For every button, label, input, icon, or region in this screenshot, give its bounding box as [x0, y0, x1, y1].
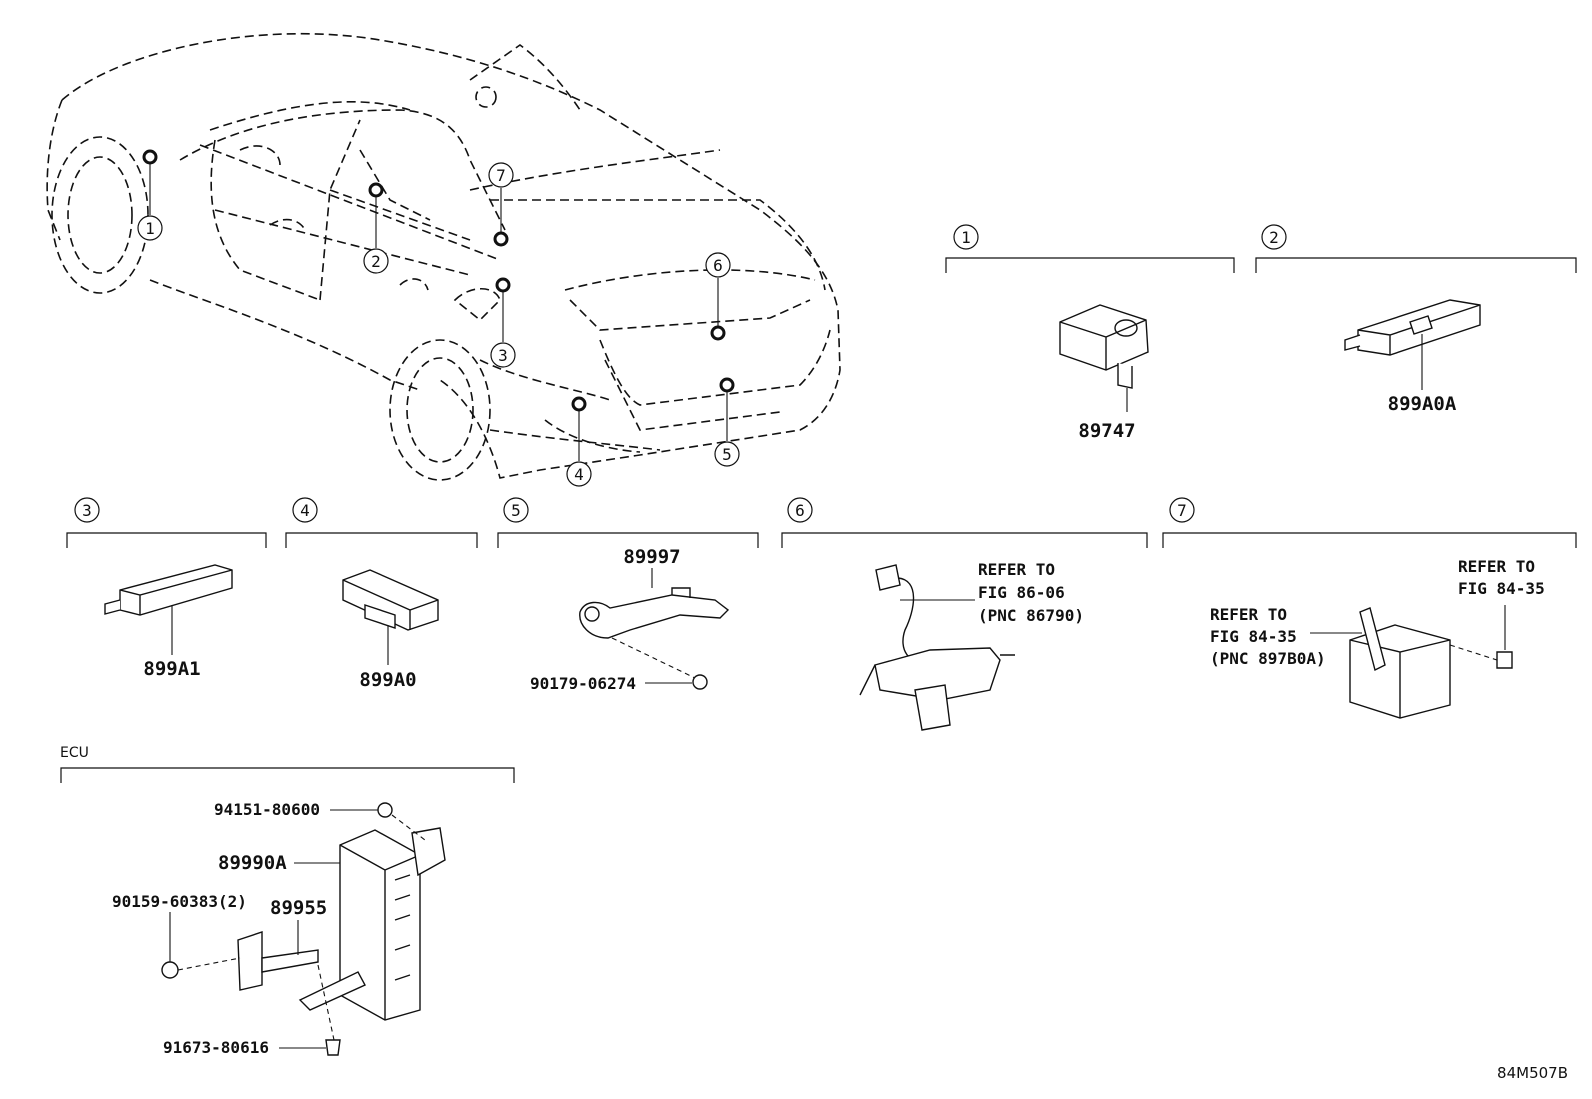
- section-number: 4: [300, 501, 310, 520]
- section-number: 5: [511, 501, 521, 520]
- section-number: 6: [795, 501, 805, 520]
- refer-right-line-2: FIG 84-35: [1458, 579, 1545, 598]
- vehicle-illustration: [46, 32, 841, 481]
- ecu-title: ECU: [60, 745, 89, 761]
- module-drawing: [1349, 607, 1513, 719]
- section-number: 7: [1177, 501, 1187, 520]
- callout-label: 6: [713, 256, 723, 275]
- section-1: 1 89747: [945, 224, 1235, 442]
- sensor-89747-drawing: [1059, 304, 1149, 412]
- part-number-94151-80600: 94151-80600: [214, 800, 320, 819]
- callout-label: 4: [574, 465, 584, 484]
- location-dot-4: [571, 396, 587, 412]
- section-number: 1: [961, 228, 971, 247]
- section-4: 4 899A0: [285, 497, 478, 691]
- figure-code: 84M507B: [1497, 1064, 1568, 1082]
- callout-label: 7: [496, 166, 506, 185]
- refer-line-2: FIG 86-06: [978, 583, 1065, 602]
- callout-label: 3: [498, 346, 508, 365]
- section-number: 3: [82, 501, 92, 520]
- refer-left-line-2: FIG 84-35: [1210, 627, 1297, 646]
- part-number-899A0A: 899A0A: [1388, 393, 1457, 415]
- refer-right-line-1: REFER TO: [1458, 557, 1535, 576]
- part-number-89955: 89955: [270, 897, 327, 919]
- section-5: 5 89997 90179-06274: [497, 497, 759, 693]
- section-7: 7 REFER TO FIG 84-35 (PNC 897B0A) REFER …: [1162, 497, 1577, 719]
- refer-left-line-1: REFER TO: [1210, 605, 1287, 624]
- part-number-90159-60383: 90159-60383(2): [112, 892, 247, 911]
- part-number-899A0: 899A0: [359, 669, 416, 691]
- ecu-drawing: [161, 802, 446, 1056]
- part-number-89990A: 89990A: [218, 852, 287, 874]
- refer-left-line-3: (PNC 897B0A): [1210, 649, 1326, 668]
- part-number-89747: 89747: [1078, 420, 1135, 442]
- location-dot-1: [142, 149, 158, 165]
- camera-assembly-drawing: [859, 564, 1015, 731]
- sensor-899A0A-drawing: [1344, 299, 1481, 390]
- part-number-90179-06274: 90179-06274: [530, 674, 636, 693]
- callout-label: 2: [371, 252, 381, 271]
- callout-label: 1: [145, 219, 155, 238]
- location-dot-3: [495, 277, 511, 293]
- sensor-899A1-drawing: [104, 564, 233, 655]
- refer-line-1: REFER TO: [978, 560, 1055, 579]
- section-3: 3 899A1: [66, 497, 267, 680]
- sensor-899A0-drawing: [342, 569, 439, 665]
- ecu-section: ECU 94151-80600 89990A 90159-60383(2) 89…: [60, 745, 515, 1057]
- location-dot-5: [719, 377, 735, 393]
- part-number-89997: 89997: [623, 546, 680, 568]
- location-dot-7: [493, 231, 509, 247]
- part-number-91673-80616: 91673-80616: [163, 1038, 269, 1057]
- sensor-89997-drawing: [579, 587, 730, 639]
- refer-line-3: (PNC 86790): [978, 606, 1084, 625]
- section-2: 2 899A0A: [1255, 224, 1577, 415]
- location-dot-6: [710, 325, 726, 341]
- section-number: 2: [1269, 228, 1279, 247]
- section-6: 6 REFER TO FIG 86-06 (PNC 86790): [781, 497, 1148, 731]
- location-markers: [142, 149, 735, 412]
- callout-label: 5: [722, 445, 732, 464]
- part-number-899A1: 899A1: [143, 658, 200, 680]
- location-callouts: 1 2 3 4 5 6 7: [137, 162, 740, 487]
- location-dot-2: [368, 182, 384, 198]
